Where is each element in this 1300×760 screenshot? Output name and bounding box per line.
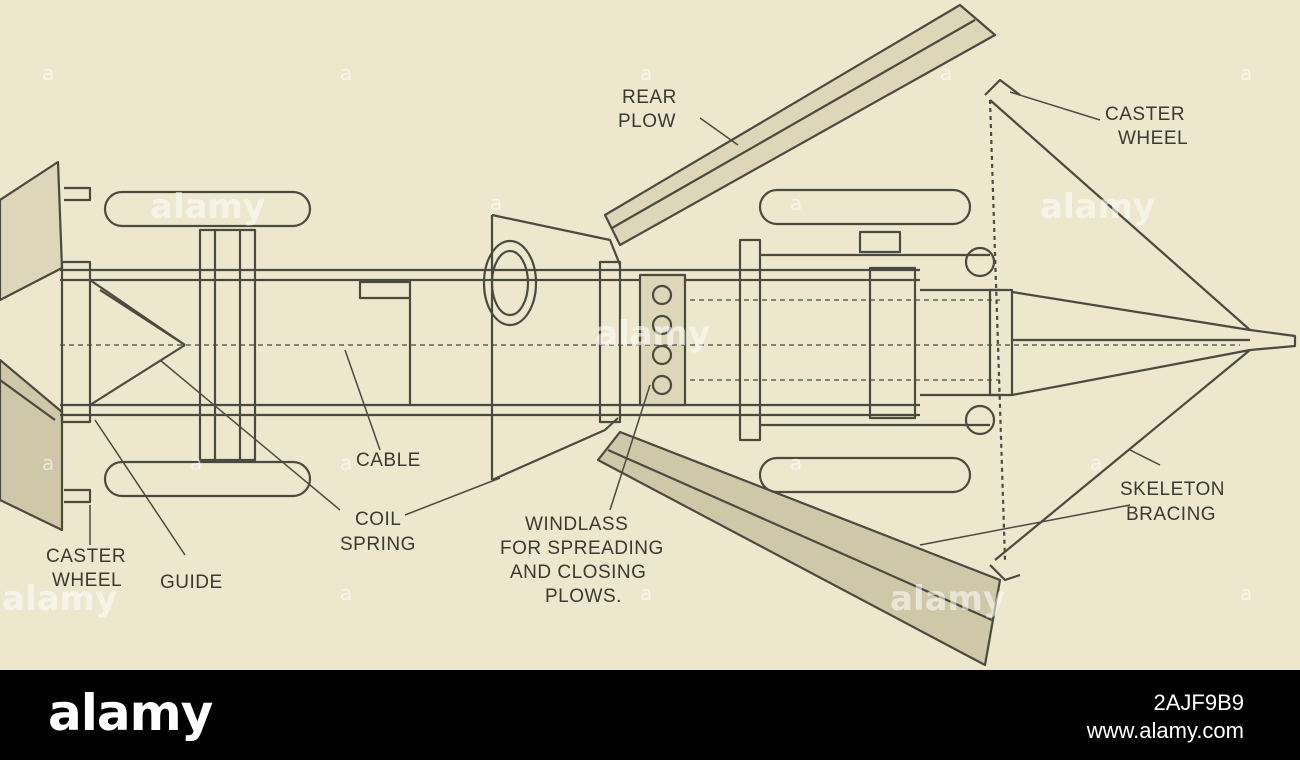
- label-coil-spring-line2: SPRING: [340, 534, 416, 555]
- watermark-glyph: a: [42, 451, 54, 475]
- watermark-text: alamy: [1040, 187, 1155, 227]
- main-frame: [60, 260, 920, 424]
- brand-logo[interactable]: alamy: [48, 684, 213, 742]
- label-skeleton-bracing-line1: SKELETON: [1120, 479, 1225, 500]
- watermark-text: alamy: [890, 579, 1005, 619]
- watermark-glyph: a: [1240, 581, 1252, 605]
- watermark-text: alamy: [2, 579, 117, 619]
- plow-chassis-drawing: REAR PLOW CASTER WHEEL CASTER WHEEL GUID…: [0, 3, 1297, 667]
- label-windlass-line2: FOR SPREADING: [500, 538, 664, 559]
- label-skeleton-bracing-line2: BRACING: [1126, 504, 1216, 525]
- label-windlass-line4: PLOWS.: [545, 586, 622, 607]
- watermark-glyph: a: [790, 451, 802, 475]
- watermark-glyph: a: [490, 191, 502, 215]
- label-rear-plow-line2: PLOW: [618, 111, 676, 132]
- watermark-glyph: a: [640, 581, 652, 605]
- label-caster-wheel-right-line2: WHEEL: [1118, 128, 1188, 149]
- leader-lines: [89, 91, 1161, 556]
- rear-frame: [738, 188, 1297, 494]
- image-id: 2AJF9B9: [1153, 690, 1245, 715]
- watermark-glyph: a: [42, 61, 54, 85]
- watermark-glyph: a: [340, 451, 352, 475]
- watermark-text: alamy: [595, 314, 710, 354]
- label-guide: GUIDE: [160, 572, 223, 593]
- left-bottom-caster-pin: [64, 488, 92, 504]
- watermark-overlay: alamy alamy alamy alamy alamy a a a a a …: [2, 61, 1252, 619]
- windlass-drum: [638, 273, 687, 407]
- watermark-glyph: a: [340, 61, 352, 85]
- coil-spring-housing: [358, 280, 412, 300]
- site-url[interactable]: www.alamy.com: [1086, 718, 1244, 743]
- left-top-caster-pin: [64, 186, 92, 202]
- watermark-glyph: a: [790, 191, 802, 215]
- footer-bar: alamy 2AJF9B9 www.alamy.com: [0, 670, 1300, 760]
- front-wheels: [103, 190, 312, 498]
- watermark-glyph: a: [1090, 451, 1102, 475]
- skeleton-bracing: [984, 78, 1251, 582]
- label-coil-spring-line1: COIL: [355, 509, 401, 530]
- diagram-figure: REAR PLOW CASTER WHEEL CASTER WHEEL GUID…: [0, 3, 1297, 667]
- label-caster-wheel-left-line2: WHEEL: [52, 570, 122, 591]
- watermark-text: alamy: [150, 187, 265, 227]
- diagram-labels: REAR PLOW CASTER WHEEL CASTER WHEEL GUID…: [46, 87, 1225, 607]
- front-plow-shape: [0, 160, 64, 532]
- label-caster-wheel-left-line1: CASTER: [46, 546, 126, 567]
- watermark-glyph: a: [940, 61, 952, 85]
- label-cable: CABLE: [356, 450, 421, 471]
- label-windlass-line3: AND CLOSING: [510, 562, 646, 583]
- label-windlass-line1: WINDLASS: [525, 514, 628, 535]
- watermark-glyph: a: [1240, 61, 1252, 85]
- watermark-glyph: a: [640, 61, 652, 85]
- watermark-glyph: a: [190, 451, 202, 475]
- label-rear-plow-line1: REAR: [622, 87, 677, 108]
- steering-wheel: [482, 239, 538, 327]
- rear-plow-top: [603, 3, 997, 247]
- label-caster-wheel-right-line1: CASTER: [1105, 104, 1185, 125]
- watermark-glyph: a: [340, 581, 352, 605]
- rear-plow-bottom: [596, 430, 1002, 667]
